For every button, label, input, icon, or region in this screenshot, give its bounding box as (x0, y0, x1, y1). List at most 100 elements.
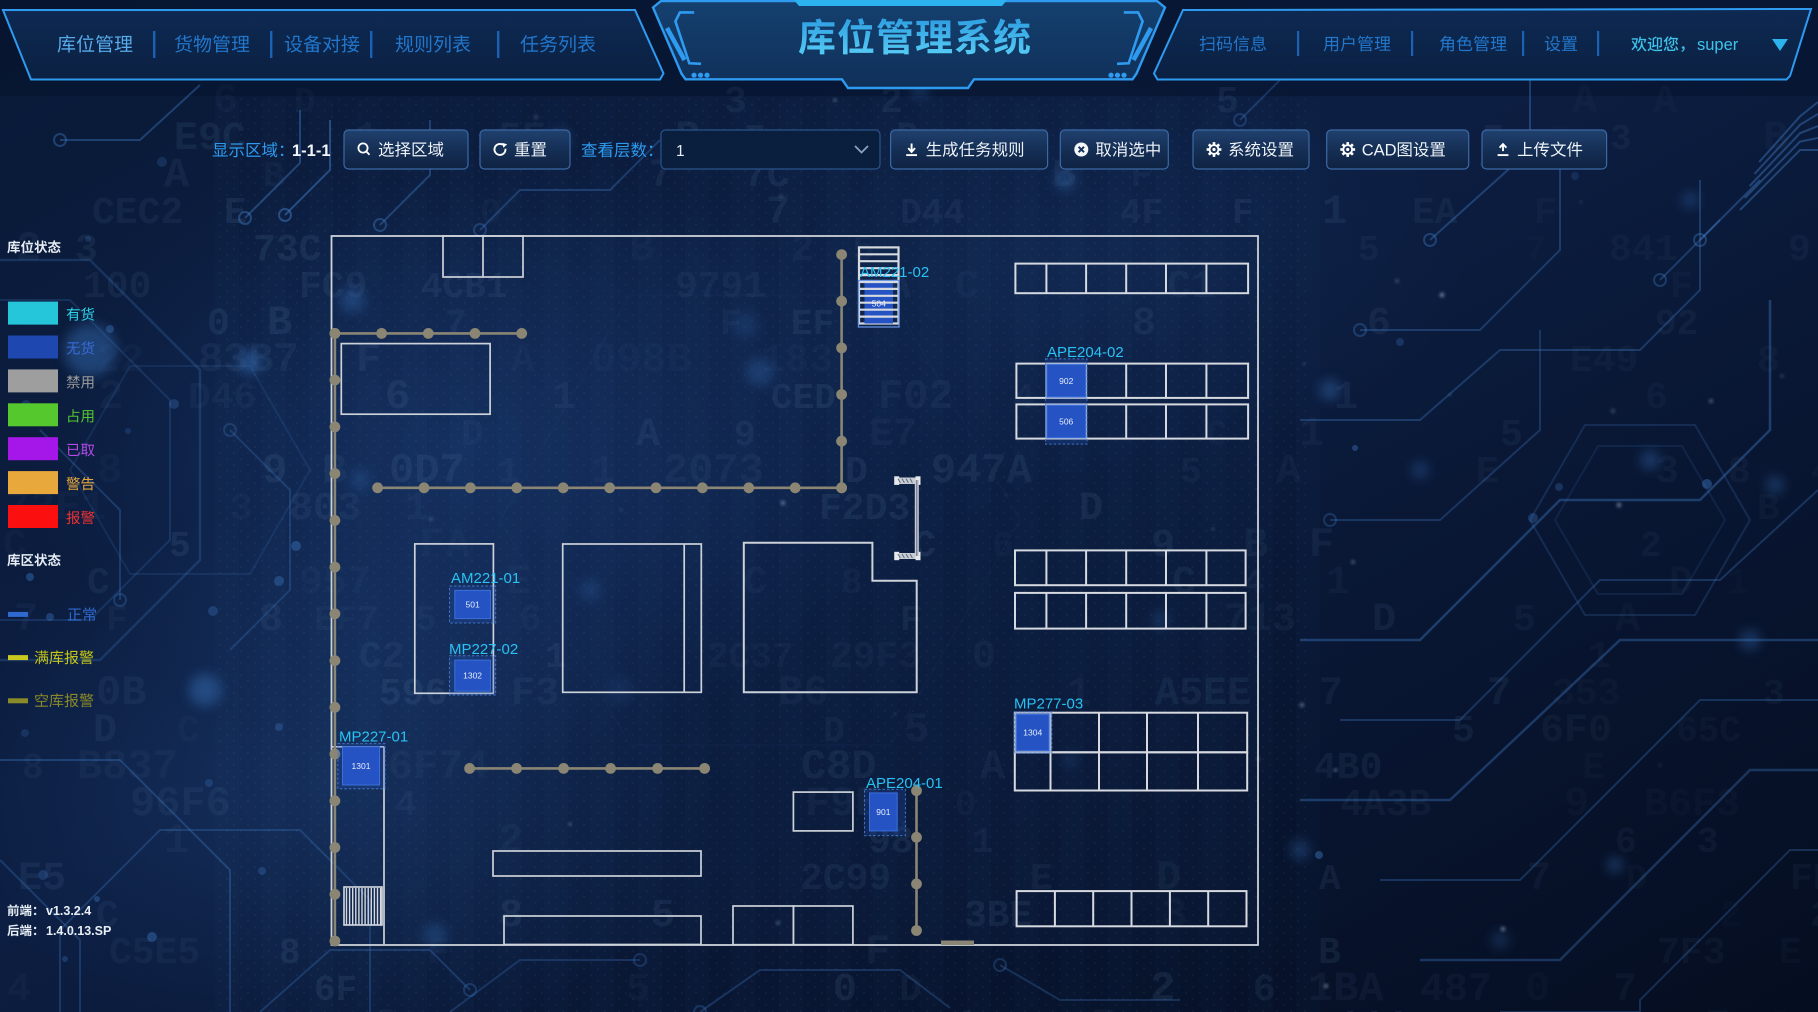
svg-text:1: 1 (1299, 410, 1324, 458)
svg-text:B: B (1318, 932, 1341, 975)
svg-text:8: 8 (22, 748, 44, 789)
svg-text:0: 0 (955, 785, 977, 826)
svg-text:F: F (1670, 266, 1693, 309)
svg-text:6: 6 (385, 373, 410, 421)
svg-text:A: A (511, 339, 535, 384)
svg-text:C: C (96, 895, 119, 938)
svg-text:0: 0 (207, 303, 230, 346)
svg-text:B: B (1757, 488, 1780, 531)
svg-text:1304: 1304 (1023, 728, 1042, 738)
svg-text:AM221-02: AM221-02 (860, 264, 929, 281)
svg-text:D44: D44 (900, 193, 965, 234)
svg-text:A: A (1615, 595, 1641, 643)
svg-text:8: 8 (518, 1007, 540, 1012)
svg-text:8: 8 (1728, 451, 1751, 494)
svg-text:4: 4 (1243, 563, 1265, 604)
svg-text:6: 6 (1645, 377, 1668, 420)
svg-text:2C99: 2C99 (800, 858, 891, 901)
svg-text:E5: E5 (18, 857, 66, 902)
svg-text:1: 1 (1326, 561, 1350, 606)
svg-text:5: 5 (1216, 81, 1239, 124)
svg-text:6F0: 6F0 (1540, 709, 1612, 754)
svg-text:C5E5: C5E5 (109, 932, 200, 975)
svg-text:100: 100 (83, 266, 151, 309)
svg-text:A5EE: A5EE (1155, 672, 1251, 717)
svg-text:0: 0 (480, 193, 502, 234)
svg-text:FA: FA (420, 521, 471, 569)
svg-text:0B: 0B (96, 669, 146, 717)
svg-text:2C3: 2C3 (1810, 896, 1818, 937)
svg-text:C: C (955, 265, 979, 310)
svg-text:6: 6 (373, 1002, 398, 1012)
svg-text:C: C (1172, 561, 1196, 606)
svg-text:C: C (87, 562, 110, 605)
svg-text:9: 9 (262, 447, 287, 495)
svg-text:D: D (1372, 598, 1396, 643)
svg-text:F: F (1309, 521, 1334, 569)
svg-text:F: F (106, 600, 128, 641)
svg-text:EF7: EF7 (314, 600, 379, 641)
svg-text:9: 9 (1151, 524, 1175, 569)
svg-text:3BE: 3BE (964, 895, 1032, 938)
svg-text:4: 4 (395, 785, 417, 826)
svg-text:MP227-01: MP227-01 (339, 729, 408, 746)
svg-text:2: 2 (1816, 785, 1818, 826)
svg-text:D: D (1669, 561, 1693, 606)
svg-text:C: C (1206, 415, 1228, 456)
svg-text:B: B (1243, 521, 1268, 569)
svg-text:3: 3 (1610, 119, 1632, 160)
svg-text:6F: 6F (314, 970, 357, 1011)
svg-text:6: 6 (1367, 302, 1391, 347)
svg-text:7: 7 (1527, 857, 1551, 902)
svg-text:1: 1 (972, 822, 994, 863)
svg-text:8: 8 (97, 447, 122, 495)
svg-text:A: A (1319, 859, 1341, 900)
svg-text:92: 92 (1655, 304, 1698, 345)
svg-text:D46: D46 (188, 377, 256, 420)
svg-text:F02: F02 (878, 373, 954, 421)
svg-text:APE204-02: APE204-02 (1047, 344, 1124, 361)
svg-text:7: 7 (1487, 672, 1511, 717)
svg-text:487: 487 (1420, 968, 1492, 1012)
svg-text:E: E (1779, 932, 1802, 975)
svg-text:098B: 098B (591, 336, 692, 384)
svg-text:2: 2 (1150, 965, 1175, 1012)
svg-text:5: 5 (1452, 710, 1475, 753)
svg-text:E7: E7 (869, 413, 917, 458)
svg-text:7: 7 (1525, 230, 1547, 271)
svg-text:C8D: C8D (801, 743, 877, 791)
svg-text:7: 7 (14, 598, 38, 643)
svg-text:super: super (1697, 36, 1739, 54)
svg-text:A: A (1276, 447, 1302, 495)
svg-text:A: A (636, 413, 660, 458)
svg-text:A: A (955, 1005, 979, 1012)
svg-text:0: 0 (1525, 965, 1550, 1012)
svg-text:APE204-01: APE204-01 (866, 775, 943, 792)
svg-text:5: 5 (169, 526, 191, 567)
svg-text:3: 3 (230, 488, 253, 531)
svg-text:5: 5 (904, 706, 929, 754)
svg-text:F3: F3 (511, 672, 559, 717)
svg-text:29F3: 29F3 (830, 636, 921, 679)
svg-text:FB2F: FB2F (1790, 858, 1818, 901)
svg-text:1: 1 (676, 143, 685, 160)
svg-text:3: 3 (1655, 450, 1679, 495)
svg-text:EA: EA (1412, 192, 1458, 235)
svg-text:CED: CED (771, 378, 836, 419)
svg-text:7: 7 (1319, 672, 1343, 717)
svg-text:F: F (1232, 193, 1254, 234)
svg-text:1: 1 (552, 376, 576, 421)
svg-text:C: C (743, 561, 767, 606)
svg-text:3: 3 (724, 81, 747, 124)
svg-text:8: 8 (1132, 302, 1156, 347)
svg-text:2: 2 (1640, 526, 1662, 567)
svg-text:111: 111 (1337, 1005, 1409, 1012)
svg-text:65C: 65C (1676, 711, 1741, 752)
svg-text:901: 901 (876, 807, 890, 817)
svg-text:506: 506 (1059, 417, 1073, 427)
svg-text:E: E (1476, 451, 1499, 494)
svg-text:1: 1 (1067, 672, 1091, 717)
svg-text:8: 8 (1757, 340, 1780, 383)
svg-text:947A: 947A (931, 447, 1033, 495)
svg-text:1BA: 1BA (1308, 965, 1384, 1012)
